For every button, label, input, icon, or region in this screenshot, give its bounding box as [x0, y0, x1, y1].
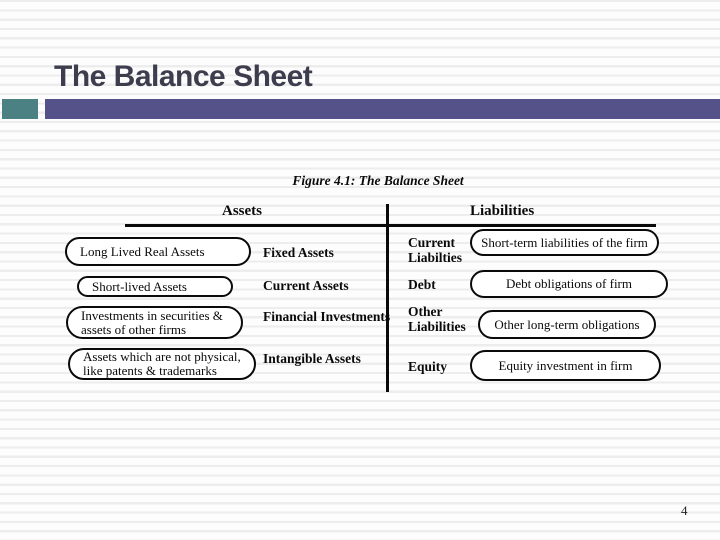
- liability-oval-short-term-liabilities: Short-term liabilities of the firm: [470, 229, 659, 256]
- liability-label-other-liabilities: Other Liabilities: [408, 304, 466, 334]
- oval-text: Short-lived Assets: [92, 278, 187, 294]
- liabilities-column-header: Liabilities: [470, 203, 535, 219]
- liability-oval-debt-obligations: Debt obligations of firm: [470, 270, 668, 298]
- oval-text: Equity investment in firm: [498, 357, 633, 373]
- slide-title: The Balance Sheet: [54, 60, 313, 94]
- accent-bar-purple: [45, 99, 720, 119]
- figure-caption: Figure 4.1: The Balance Sheet: [292, 173, 464, 188]
- oval-text: Short-term liabilities of the firm: [481, 234, 648, 250]
- asset-oval-long-lived-real-assets: Long Lived Real Assets: [65, 237, 251, 266]
- oval-text: Long Lived Real Assets: [80, 243, 205, 259]
- asset-oval-short-lived-assets: Short-lived Assets: [77, 276, 233, 297]
- liability-oval-equity-investment: Equity investment in firm: [470, 350, 661, 381]
- asset-oval-investments-in-securities: Investments in securities & assets of ot…: [66, 306, 243, 339]
- header-underline-rule: [125, 224, 656, 227]
- assets-column-header: Assets: [222, 203, 262, 219]
- accent-bar-teal: [2, 99, 38, 119]
- page-number: 4: [681, 503, 688, 518]
- asset-label-fixed-assets: Fixed Assets: [263, 245, 334, 260]
- oval-text: Other long-term obligations: [494, 316, 640, 332]
- asset-label-current-assets: Current Assets: [263, 278, 349, 293]
- liability-label-current-liabilities: Current Liabilties: [408, 235, 463, 265]
- oval-text: Assets which are not physical, like pate…: [83, 349, 241, 378]
- asset-label-financial-investments: Financial Investments: [263, 309, 391, 324]
- liability-label-debt: Debt: [408, 277, 436, 292]
- liability-label-equity: Equity: [408, 359, 448, 374]
- asset-oval-non-physical-assets: Assets which are not physical, like pate…: [68, 348, 256, 380]
- oval-text: Debt obligations of firm: [505, 276, 632, 291]
- liability-oval-other-long-term-obligations: Other long-term obligations: [478, 310, 656, 339]
- oval-text: Investments in securities & assets of ot…: [81, 307, 223, 337]
- asset-label-intangible-assets: Intangible Assets: [263, 351, 361, 366]
- column-divider-rule: [386, 204, 389, 392]
